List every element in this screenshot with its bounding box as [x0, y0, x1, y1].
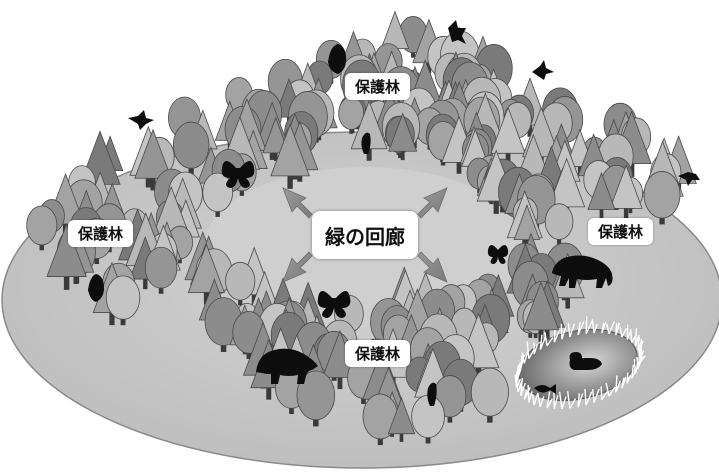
reed: [533, 342, 539, 355]
forest-label-top: 保護林: [345, 73, 411, 100]
conifer-tree: [587, 171, 616, 218]
forest-label-bottom: 保護林: [345, 340, 411, 367]
reed: [585, 316, 593, 335]
owl-silhouette: [88, 274, 104, 302]
owl-silhouette: [328, 44, 346, 74]
animals: [88, 20, 700, 406]
conifer-tree: [134, 128, 172, 191]
reed: [600, 386, 608, 401]
woodpecker-silhouette: [361, 132, 371, 154]
conifer-tree: [187, 243, 225, 305]
arrow-down-left: [282, 251, 313, 283]
reed: [537, 393, 545, 408]
arrow-up-right: [417, 187, 448, 219]
reed: [605, 382, 616, 397]
broadleaf-tree: [172, 121, 210, 175]
butterfly-silhouette: [487, 245, 509, 264]
reed: [630, 364, 638, 379]
corridor-arrows: [282, 187, 448, 283]
reed: [615, 375, 622, 393]
conifer-tree: [387, 396, 416, 442]
green-corridor-title: 緑の回廊: [312, 211, 418, 259]
reed: [591, 388, 600, 403]
reed: [577, 321, 585, 336]
reed: [553, 392, 559, 410]
reed: [626, 372, 632, 384]
arrow-down-right: [417, 251, 448, 283]
reed: [553, 329, 561, 343]
broadleaf-tree: [643, 171, 681, 225]
bear-silhouette: [256, 348, 318, 384]
bird-silhouette: [128, 110, 154, 130]
conifer-tree: [513, 203, 541, 248]
bird-silhouette: [448, 20, 466, 44]
broadleaf-tree: [544, 203, 574, 245]
reed: [558, 391, 567, 410]
reed: [577, 393, 584, 408]
butterfly-silhouette: [317, 291, 351, 318]
forest-label-left: 保護林: [68, 220, 134, 247]
conifer-tree: [609, 164, 643, 219]
fish-silhouette: [534, 384, 556, 394]
reed: [546, 391, 553, 409]
reed: [566, 391, 577, 409]
reed: [591, 319, 598, 334]
conifer-tree: [490, 106, 526, 165]
reed: [523, 387, 531, 400]
reed: [606, 321, 616, 335]
bear-silhouette: [551, 255, 613, 288]
conifer-tree: [522, 281, 560, 342]
reed: [615, 322, 621, 336]
reed: [619, 326, 628, 338]
broadleaf-tree: [470, 367, 509, 423]
reed: [601, 322, 607, 334]
reeds: [514, 316, 646, 410]
conifer-tree: [46, 223, 87, 290]
broadleaf-tree: [26, 205, 58, 251]
broadleaf-tree: [296, 370, 336, 427]
reed: [638, 338, 644, 355]
broadleaf-tree: [225, 261, 256, 306]
conifer-tree: [388, 112, 418, 161]
arrow-up-left: [282, 187, 313, 219]
reed: [621, 376, 627, 389]
bird-silhouette: [678, 172, 700, 186]
reed: [584, 388, 593, 406]
reed: [527, 384, 533, 403]
reed: [526, 341, 535, 359]
reed: [567, 323, 576, 338]
bird-silhouette: [532, 60, 554, 80]
conifer-tree: [262, 116, 290, 161]
conifer-tree: [270, 123, 310, 189]
reed: [544, 332, 554, 347]
reed: [560, 323, 567, 340]
butterfly-silhouette: [221, 161, 255, 188]
woodpecker-silhouette: [427, 382, 437, 406]
reed: [531, 392, 539, 406]
broadleaf-tree: [105, 275, 141, 326]
forest-label-right: 保護林: [588, 218, 654, 245]
duck-silhouette: [569, 352, 602, 370]
reed: [539, 334, 547, 351]
broadleaf-tree: [144, 246, 178, 294]
reed: [521, 350, 529, 364]
broadleaf-tree: [338, 96, 365, 134]
reed: [520, 354, 526, 369]
